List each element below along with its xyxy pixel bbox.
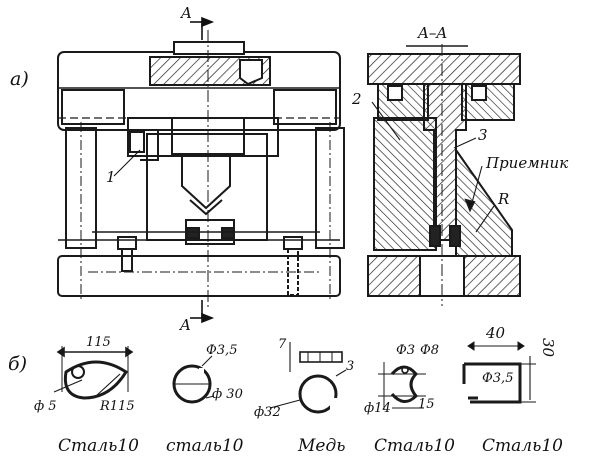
callout-3: 3 [478, 126, 488, 144]
part2-dim-gap: Ф3,5 [206, 343, 238, 358]
part4-dim-offset: 15 [418, 397, 435, 412]
section-die [373, 117, 437, 251]
part1-dim-radius: R115 [100, 399, 135, 414]
part1-material: Сталь10 [58, 436, 139, 456]
punch-plate [127, 117, 279, 157]
part4-material: Сталь10 [374, 436, 455, 456]
part-4 [378, 362, 426, 410]
part3-dim-diameter: ф32 [254, 405, 281, 420]
part3-dim-height: 7 [278, 337, 287, 352]
figure-b-label: б) [8, 353, 28, 375]
part2-material: сталь10 [166, 436, 244, 456]
part1-dim-width: 115 [86, 335, 111, 350]
part3-material: Медь [298, 436, 346, 456]
section-view-title: A–A [418, 24, 448, 42]
part-3 [269, 342, 347, 414]
part2-dim-diameter: ф 30 [212, 387, 243, 402]
part4-dim-width: ф14 [364, 401, 391, 416]
part3-dim-thickness: 3 [346, 359, 355, 374]
callout-2: 2 [352, 90, 362, 108]
lower-plate [57, 255, 341, 297]
part1-dim-hole: ф 5 [34, 399, 57, 414]
part-1 [53, 346, 134, 400]
part5-dim-width: 40 [486, 324, 506, 342]
section-view [367, 44, 521, 306]
section-markers [190, 16, 215, 324]
section-label-top: A [181, 4, 192, 22]
shank [173, 41, 245, 55]
part-5 [462, 341, 536, 404]
part5-dim-hole: Ф3,5 [482, 371, 514, 386]
section-top-plate [367, 53, 521, 85]
figure-a-label: a) [10, 68, 29, 90]
part5-material: Сталь10 [482, 436, 563, 456]
part4-dim-small: Ф3 [396, 343, 416, 358]
receiver-label: Приемник [486, 154, 569, 172]
radius-label: R [498, 190, 510, 208]
part-2 [172, 355, 215, 404]
part4-dim-large: Ф8 [420, 343, 440, 358]
callout-1: 1 [106, 168, 116, 186]
section-label-bottom: A [180, 316, 191, 334]
part5-dim-height: 30 [539, 337, 558, 358]
front-view [57, 30, 345, 310]
